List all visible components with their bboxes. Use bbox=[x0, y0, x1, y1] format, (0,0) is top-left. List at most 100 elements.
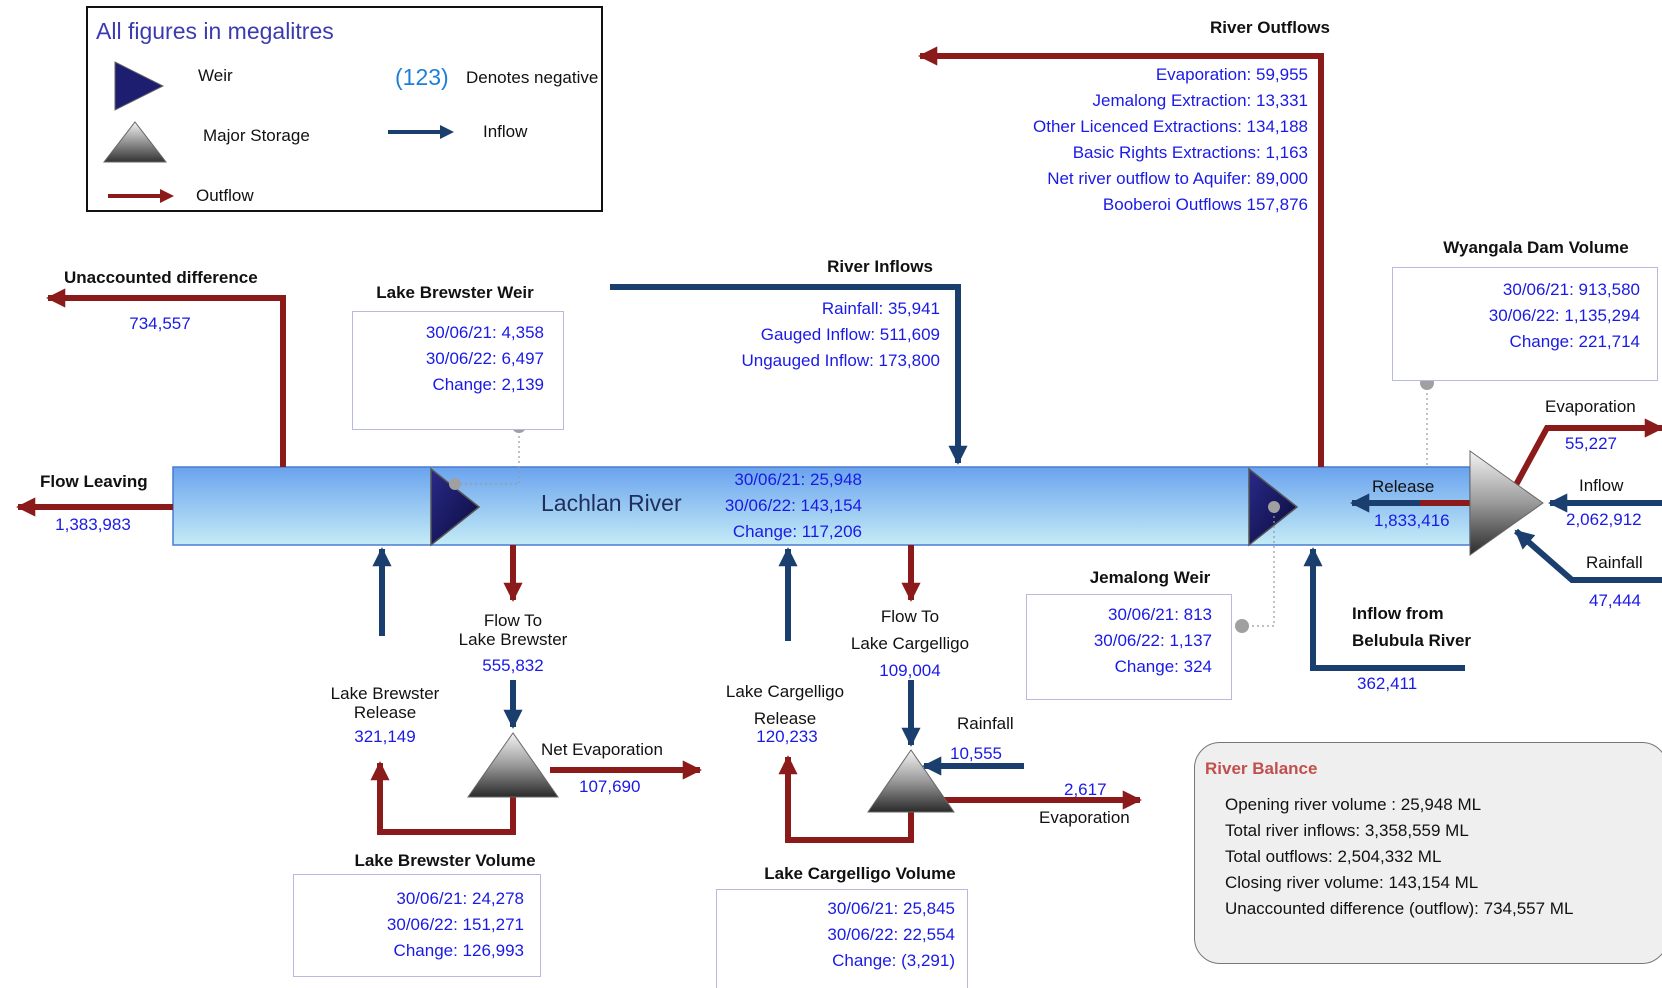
belubula-arrow bbox=[1303, 547, 1465, 671]
river-outflow-item: Booberoi Outflows 157,876 bbox=[1102, 195, 1308, 214]
river-outflow-item: Evaporation: 59,955 bbox=[1155, 65, 1308, 84]
cargelligo-volume-title: Lake Cargelligo Volume bbox=[764, 864, 956, 883]
flow-to-cargelligo-line2: Lake Cargelligo bbox=[850, 634, 970, 653]
cargelligo-rainfall-value: 10,555 bbox=[950, 744, 1002, 763]
cargelligo-volume-row: Change: (3,291) bbox=[832, 951, 955, 970]
flow-to-brewster-line2: Lake Brewster bbox=[458, 630, 568, 649]
jemalong-row: 30/06/21: 813 bbox=[1108, 605, 1212, 624]
river-outflow-item: Net river outflow to Aquifer: 89,000 bbox=[1047, 169, 1308, 188]
brewster-evap-label: Net Evaporation bbox=[541, 740, 663, 759]
legend-inflow-icon bbox=[388, 125, 454, 139]
flow-to-brewster-value: 555,832 bbox=[482, 656, 544, 675]
cargelligo-release-arrow bbox=[778, 755, 914, 843]
wyangala-rows: 30/06/21: 913,580 30/06/22: 1,135,294 Ch… bbox=[1392, 277, 1640, 355]
brewster-release-line2: Release bbox=[353, 703, 417, 722]
legend-weir-label: Weir bbox=[198, 66, 233, 85]
brewster-weir-row: Change: 2,139 bbox=[432, 375, 544, 394]
river-outflow-item: Jemalong Extraction: 13,331 bbox=[1092, 91, 1308, 110]
brewster-volume-rows: 30/06/21: 24,278 30/06/22: 151,271 Chang… bbox=[293, 886, 524, 964]
legend-outflow-label: Outflow bbox=[196, 186, 254, 205]
river-inflows-arrow bbox=[610, 284, 968, 465]
wyangala-inflow-value: 2,062,912 bbox=[1566, 510, 1642, 529]
river-balance-line: Opening river volume : 25,948 ML bbox=[1225, 795, 1482, 814]
wyangala-evap-value: 55,227 bbox=[1565, 434, 1617, 453]
jemalong-rows: 30/06/21: 813 30/06/22: 1,137 Change: 32… bbox=[1026, 602, 1212, 680]
flow-to-cargelligo-line1: Flow To bbox=[880, 607, 940, 626]
brewster-storage-icon bbox=[467, 732, 559, 798]
brewster-release-line1: Lake Brewster bbox=[330, 684, 440, 703]
cargelligo-evap-value: 2,617 bbox=[1064, 780, 1107, 799]
cargelligo-release-value: 120,233 bbox=[756, 727, 818, 746]
legend-storage-icon bbox=[102, 121, 168, 163]
cargelligo-storage-icon bbox=[867, 749, 955, 813]
river-outflows-title: River Outflows bbox=[1210, 18, 1330, 37]
river-change: Change: 117,206 bbox=[732, 522, 862, 541]
jemalong-box bbox=[1026, 594, 1232, 700]
wyangala-evap-label: Evaporation bbox=[1545, 397, 1636, 416]
flow-leaving-title: Flow Leaving bbox=[40, 472, 148, 491]
brewster-weir-row: 30/06/22: 6,497 bbox=[425, 349, 544, 368]
brewster-volume-row: 30/06/22: 151,271 bbox=[386, 915, 524, 934]
unaccounted-arrow bbox=[46, 288, 286, 467]
wyangala-title: Wyangala Dam Volume bbox=[1443, 238, 1629, 257]
river-outflows-arrow bbox=[918, 46, 1324, 467]
jemalong-weir-leader bbox=[1242, 507, 1275, 627]
legend-inflow-label: Inflow bbox=[483, 122, 528, 141]
legend-weir-icon bbox=[114, 61, 165, 111]
brewster-volume-box bbox=[293, 874, 541, 977]
jemalong-title: Jemalong Weir bbox=[1089, 568, 1211, 587]
river-balance-line: Total river inflows: 3,358,559 ML bbox=[1225, 821, 1469, 840]
river-balance-title: River Balance bbox=[1205, 759, 1318, 778]
cargelligo-rainfall-label: Rainfall bbox=[957, 714, 1014, 733]
belubula-value: 362,411 bbox=[1357, 674, 1418, 693]
cargelligo-evap-label: Evaporation bbox=[1039, 808, 1130, 827]
flow-to-brewster-line1: Flow To bbox=[483, 611, 543, 630]
brewster-weir-icon-dot bbox=[449, 478, 461, 490]
jemalong-weir-icon-dot bbox=[1268, 501, 1280, 513]
legend-storage-label: Major Storage bbox=[203, 126, 310, 145]
unaccounted-value: 734,557 bbox=[129, 314, 191, 333]
brewster-evap-value: 107,690 bbox=[579, 777, 641, 796]
wyangala-inflow-label: Inflow bbox=[1579, 476, 1624, 495]
brewster-release-value: 321,149 bbox=[354, 727, 416, 746]
river-closing: 30/06/22: 143,154 bbox=[724, 496, 862, 515]
brewster-volume-row: 30/06/21: 24,278 bbox=[396, 889, 524, 908]
river-inflows-list: Rainfall: 35,941 Gauged Inflow: 511,609 … bbox=[680, 296, 941, 374]
river-inflows-title: River Inflows bbox=[827, 257, 933, 276]
brewster-weir-leader bbox=[455, 426, 520, 485]
wyangala-rainfall-arrow bbox=[1514, 528, 1662, 583]
legend-title: All figures in megalitres bbox=[96, 18, 334, 44]
wyangala-box bbox=[1392, 267, 1658, 381]
unaccounted-title: Unaccounted difference bbox=[64, 268, 258, 287]
belubula-line1: Inflow from bbox=[1352, 604, 1444, 623]
wyangala-evap-arrow bbox=[1502, 418, 1662, 507]
river-outflow-item: Other Licenced Extractions: 134,188 bbox=[1033, 117, 1308, 136]
wyangala-release-value: 1,833,416 bbox=[1374, 511, 1450, 530]
cargelligo-volume-row: 30/06/21: 25,845 bbox=[827, 899, 955, 918]
wyangala-row: 30/06/21: 913,580 bbox=[1502, 280, 1640, 299]
brewster-weir-title: Lake Brewster Weir bbox=[376, 283, 534, 302]
river-outflows-list: Evaporation: 59,955 Jemalong Extraction:… bbox=[950, 62, 1308, 218]
river-outflow-item: Basic Rights Extractions: 1,163 bbox=[1072, 143, 1308, 162]
river-balance-box: River Balance Opening river volume : 25,… bbox=[1194, 742, 1662, 964]
wyangala-row: 30/06/22: 1,135,294 bbox=[1488, 306, 1640, 325]
river-balance-line: Unaccounted difference (outflow): 734,55… bbox=[1225, 899, 1574, 918]
cargelligo-volume-box bbox=[716, 889, 968, 988]
flow-to-cargelligo-value: 109,004 bbox=[879, 661, 941, 680]
river-balance-line: Closing river volume: 143,154 ML bbox=[1225, 873, 1479, 892]
jemalong-row: 30/06/22: 1,137 bbox=[1093, 631, 1212, 650]
river-inflow-item: Gauged Inflow: 511,609 bbox=[760, 325, 940, 344]
brewster-weir-row: 30/06/21: 4,358 bbox=[425, 323, 544, 342]
legend-outflow-icon bbox=[108, 189, 174, 203]
river-inflow-item: Rainfall: 35,941 bbox=[821, 299, 940, 318]
wyangala-rainfall-label: Rainfall bbox=[1586, 553, 1643, 572]
river-volume-rows: 30/06/21: 25,948 30/06/22: 143,154 Chang… bbox=[640, 467, 862, 545]
wyangala-rainfall-value: 47,444 bbox=[1589, 591, 1641, 610]
wyangala-release-label: Release bbox=[1372, 477, 1435, 496]
river-balance-line: Total outflows: 2,504,332 ML bbox=[1225, 847, 1442, 866]
legend-negative-label: Denotes negative bbox=[466, 68, 599, 87]
river-opening: 30/06/21: 25,948 bbox=[734, 470, 862, 489]
flow-leaving-value: 1,383,983 bbox=[55, 515, 131, 534]
cargelligo-release-line1: Lake Cargelligo bbox=[725, 682, 845, 701]
